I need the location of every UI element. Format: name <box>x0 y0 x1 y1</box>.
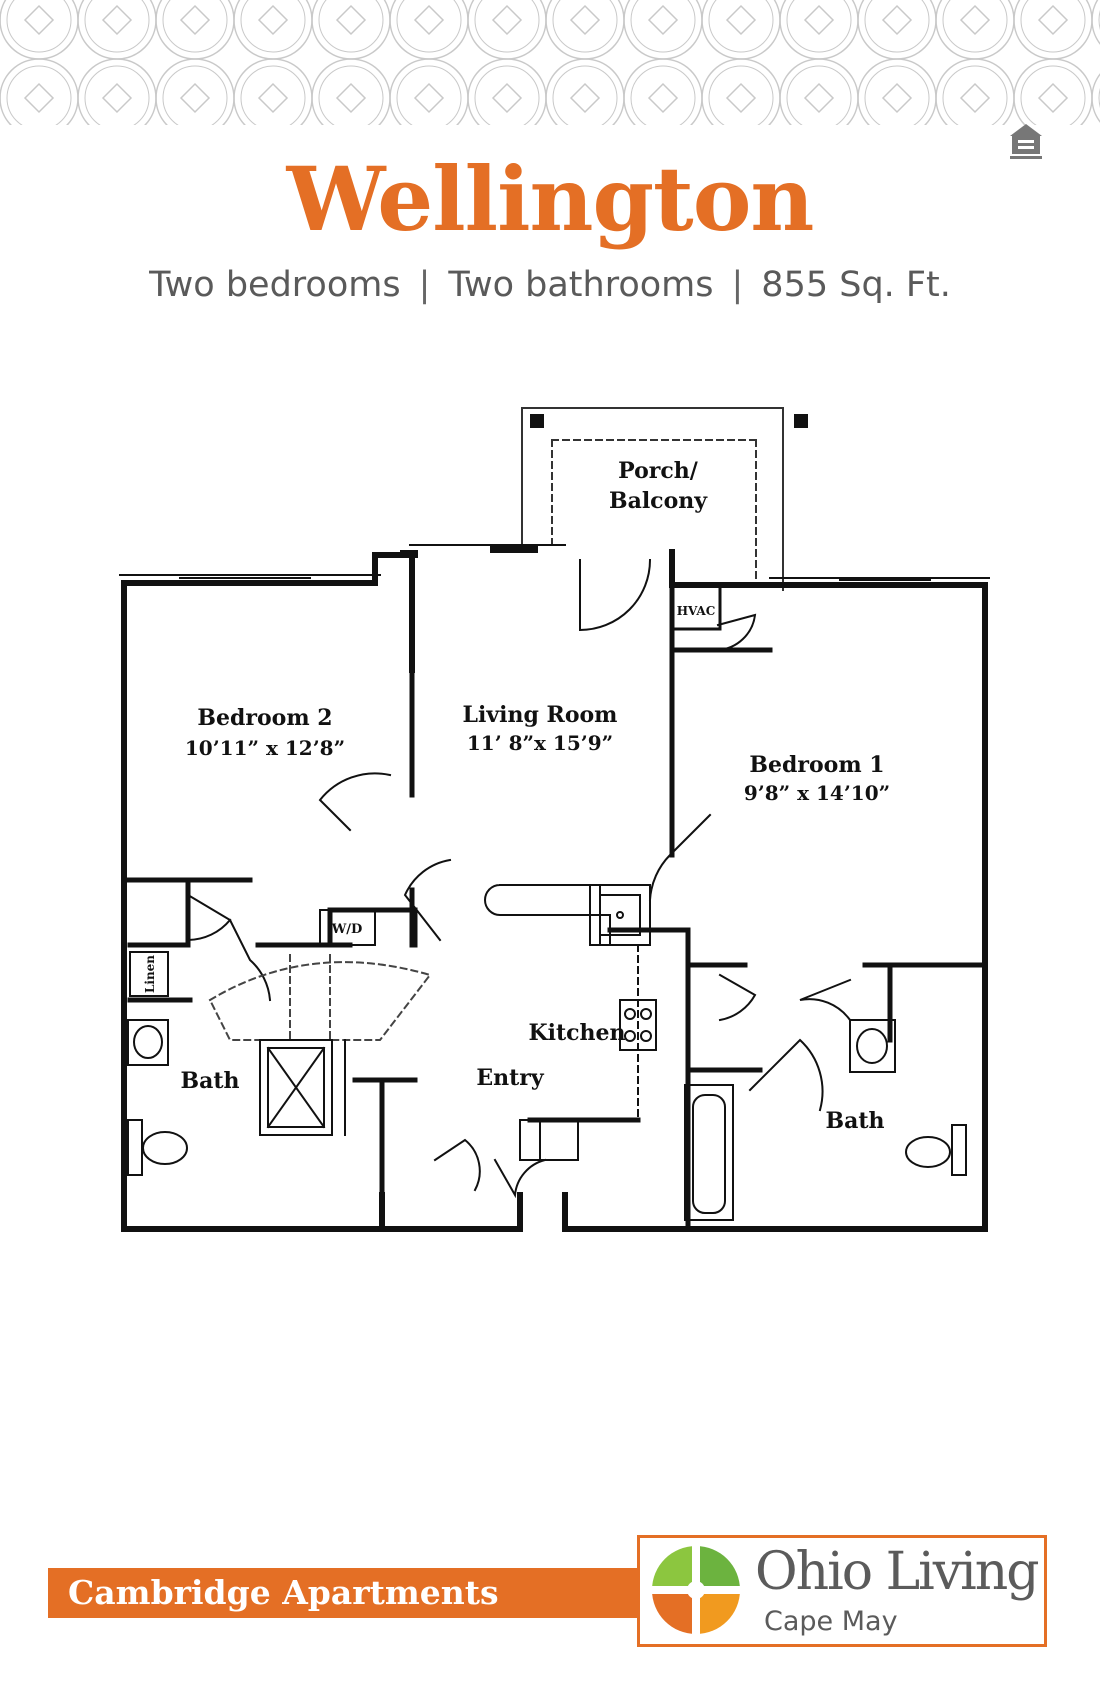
ohio-living-logo-mark-icon <box>652 1546 740 1634</box>
kitchen-label: Kitchen <box>528 1020 625 1046</box>
bedroom-1-label: Bedroom 1 <box>749 752 884 778</box>
bedroom-1-size: 9’8” x 14’10” <box>744 781 890 805</box>
separator: | <box>418 265 431 305</box>
community-name-bar: Cambridge Apartments <box>48 1568 638 1618</box>
plan-subtitle: Two bedrooms | Two bathrooms | 855 Sq. Ft. <box>0 268 1100 303</box>
hvac-label: HVAC <box>677 604 716 618</box>
walls <box>119 407 990 1232</box>
right-bath-label: Bath <box>825 1108 884 1134</box>
ohio-living-logo: Ohio Living Cape May <box>637 1535 1047 1647</box>
porch-label-line-1: Porch/ <box>618 458 699 484</box>
linen-label: Linen <box>143 955 157 993</box>
brand-location: Cape May <box>764 1606 898 1637</box>
left-bath-label: Bath <box>180 1068 239 1094</box>
separator: | <box>731 265 744 305</box>
equal-housing-opportunity-icon <box>1010 124 1042 159</box>
porch <box>521 407 784 591</box>
living-room-size: 11’ 8”x 15’9” <box>467 731 613 755</box>
brand-name: Ohio Living <box>755 1542 1040 1602</box>
washer-dryer-label: W/D <box>331 922 363 937</box>
entry-label: Entry <box>476 1065 545 1091</box>
floor-plan: Porch/ Balcony Living Room 11’ 8”x 15’9”… <box>119 407 990 1232</box>
bedroom-count: Two bedrooms <box>149 265 401 305</box>
square-footage: 855 Sq. Ft. <box>761 265 951 305</box>
porch-label-line-2: Balcony <box>609 488 708 514</box>
decorative-pattern <box>0 0 1100 125</box>
plan-title: Wellington <box>286 147 815 251</box>
bedroom-2-label: Bedroom 2 <box>197 705 332 731</box>
bedroom-2-size: 10’11” x 12’8” <box>185 736 345 760</box>
living-room-label: Living Room <box>463 702 618 728</box>
bathroom-count: Two bathrooms <box>448 265 714 305</box>
